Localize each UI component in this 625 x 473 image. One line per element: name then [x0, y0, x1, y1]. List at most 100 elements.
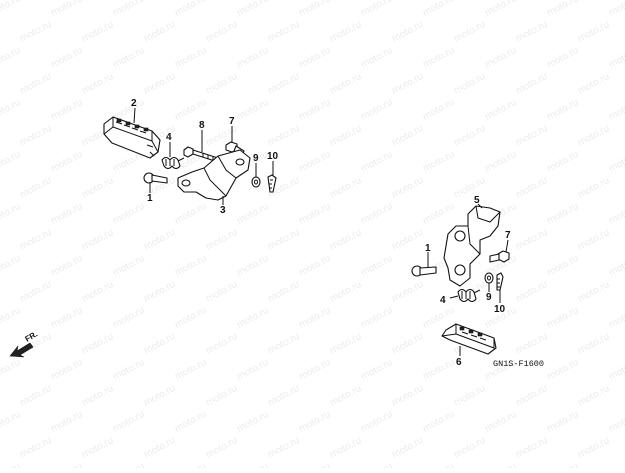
watermark-text: moto.ru: [111, 357, 146, 383]
right-pin: [411, 265, 437, 277]
watermark-text: moto.ru: [49, 357, 84, 383]
watermark-text: moto.ru: [545, 201, 580, 227]
watermark-text: moto.ru: [80, 19, 115, 45]
watermark-text: moto.ru: [328, 279, 363, 305]
watermark-text: moto.ru: [328, 175, 363, 201]
watermark-text: moto.ru: [235, 45, 270, 71]
watermark-text: moto.ru: [266, 435, 301, 461]
watermark-text: moto.ru: [390, 331, 425, 357]
watermark-text: moto.ru: [421, 45, 456, 71]
watermark-text: moto.ru: [0, 253, 22, 279]
watermark-text: moto.ru: [266, 71, 301, 97]
right-washer: [484, 272, 494, 284]
watermark-text: moto.ru: [452, 435, 487, 461]
left-footpeg: [103, 116, 161, 159]
watermark-text: moto.ru: [483, 409, 518, 435]
watermark-text: moto.ru: [390, 435, 425, 461]
watermark-text: moto.ru: [514, 123, 549, 149]
left-washer: [251, 176, 261, 188]
watermark-text: moto.ru: [173, 201, 208, 227]
watermark-text: moto.ru: [235, 253, 270, 279]
watermark-text: moto.ru: [235, 97, 270, 123]
watermark-text: moto.ru: [328, 71, 363, 97]
watermark-text: moto.ru: [204, 279, 239, 305]
watermark-text: moto.ru: [204, 331, 239, 357]
watermark-text: moto.ru: [235, 0, 270, 19]
watermark-text: moto.ru: [607, 0, 625, 19]
callout-left-8: 8: [199, 120, 205, 131]
diagram-code: GN1S-F1600: [493, 359, 544, 369]
watermark-text: moto.ru: [80, 435, 115, 461]
watermark-text: moto.ru: [235, 409, 270, 435]
right-bracket: [443, 205, 501, 287]
watermark-text: moto.ru: [49, 305, 84, 331]
watermark-text: moto.ru: [173, 253, 208, 279]
watermark-text: moto.ru: [0, 149, 22, 175]
watermark-text: moto.ru: [266, 331, 301, 357]
watermark-text: moto.ru: [49, 97, 84, 123]
watermark-text: moto.ru: [421, 461, 456, 468]
watermark-text: moto.ru: [80, 227, 115, 253]
watermark-text: moto.ru: [297, 149, 332, 175]
watermark-text: moto.ru: [545, 45, 580, 71]
watermark-text: moto.ru: [514, 227, 549, 253]
callout-right-6: 6: [456, 357, 462, 368]
watermark-text: moto.ru: [607, 45, 625, 71]
watermark-text: moto.ru: [607, 149, 625, 175]
watermark-text: moto.ru: [18, 19, 53, 45]
watermark-text: moto.ru: [0, 409, 22, 435]
watermark-text: moto.ru: [0, 305, 22, 331]
watermark-text: moto.ru: [607, 357, 625, 383]
watermark-text: moto.ru: [359, 97, 394, 123]
watermark-text: moto.ru: [514, 279, 549, 305]
watermark-text: moto.ru: [173, 0, 208, 19]
watermark-text: moto.ru: [204, 227, 239, 253]
watermark-text: moto.ru: [266, 227, 301, 253]
watermark-text: moto.ru: [18, 175, 53, 201]
watermark-text: moto.ru: [297, 357, 332, 383]
watermark-text: moto.ru: [576, 227, 611, 253]
callout-right-9: 9: [486, 292, 492, 303]
watermark-text: moto.ru: [390, 71, 425, 97]
callout-right-7: 7: [505, 230, 511, 241]
right-spring: [457, 288, 481, 303]
watermark-text: moto.ru: [576, 435, 611, 461]
left-spring: [161, 156, 185, 170]
watermark-text: moto.ru: [173, 409, 208, 435]
watermark-text: moto.ru: [328, 227, 363, 253]
watermark-text: moto.ru: [390, 19, 425, 45]
watermark-text: moto.ru: [421, 97, 456, 123]
watermark-text: moto.ru: [297, 45, 332, 71]
watermark-text: moto.ru: [142, 19, 177, 45]
watermark-text: moto.ru: [111, 305, 146, 331]
watermark-text: moto.ru: [328, 331, 363, 357]
watermark-text: moto.ru: [390, 279, 425, 305]
callout-left-10: 10: [267, 151, 279, 162]
watermark-text: moto.ru: [18, 71, 53, 97]
watermark-text: moto.ru: [421, 201, 456, 227]
watermark-text: moto.ru: [111, 0, 146, 19]
callout-right-1: 1: [425, 243, 431, 254]
watermark-text: moto.ru: [421, 0, 456, 19]
watermark-text: moto.ru: [514, 383, 549, 409]
watermark-text: moto.ru: [545, 253, 580, 279]
watermark-text: moto.ru: [576, 123, 611, 149]
watermark-text: moto.ru: [80, 175, 115, 201]
watermark-text: moto.ru: [514, 71, 549, 97]
callout-left-9: 9: [253, 153, 259, 164]
watermark-text: moto.ru: [328, 123, 363, 149]
watermark-text: moto.ru: [452, 175, 487, 201]
watermark-text: moto.ru: [80, 383, 115, 409]
watermark-text: moto.ru: [297, 201, 332, 227]
watermark-text: moto.ru: [607, 461, 625, 468]
watermark-text: moto.ru: [49, 461, 84, 468]
watermark-text: moto.ru: [545, 409, 580, 435]
watermark-text: moto.ru: [235, 201, 270, 227]
watermark-text: moto.ru: [421, 357, 456, 383]
watermark-text: moto.ru: [18, 227, 53, 253]
watermark-text: moto.ru: [576, 175, 611, 201]
callout-left-1: 1: [147, 193, 153, 204]
watermark-text: moto.ru: [142, 383, 177, 409]
watermark-text: moto.ru: [576, 71, 611, 97]
